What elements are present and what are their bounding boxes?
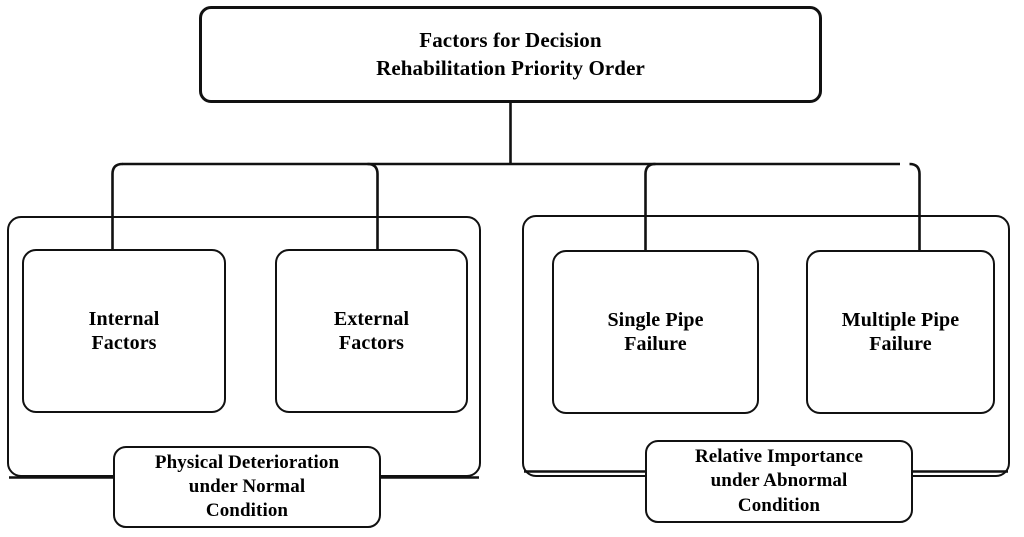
root-node-label: Factors for Decision Rehabilitation Prio… — [376, 28, 645, 80]
node-internal-factors[interactable]: Internal Factors — [22, 249, 226, 413]
caption-relative-importance[interactable]: Relative Importance under Abnormal Condi… — [645, 440, 913, 523]
caption-physical-deterioration[interactable]: Physical Deterioration under Normal Cond… — [113, 446, 381, 528]
node-single-pipe-failure-label: Single Pipe Failure — [607, 308, 704, 355]
node-internal-factors-label: Internal Factors — [88, 307, 160, 354]
node-single-pipe-failure[interactable]: Single Pipe Failure — [552, 250, 759, 414]
caption-relative-importance-label: Relative Importance under Abnormal Condi… — [694, 446, 864, 516]
node-external-factors-label: External Factors — [333, 307, 410, 354]
node-multiple-pipe-failure[interactable]: Multiple Pipe Failure — [806, 250, 995, 414]
caption-physical-deterioration-label: Physical Deterioration under Normal Cond… — [154, 451, 340, 522]
node-multiple-pipe-failure-label: Multiple Pipe Failure — [841, 308, 960, 355]
node-external-factors[interactable]: External Factors — [275, 249, 468, 413]
root-node[interactable]: Factors for Decision Rehabilitation Prio… — [199, 6, 822, 103]
